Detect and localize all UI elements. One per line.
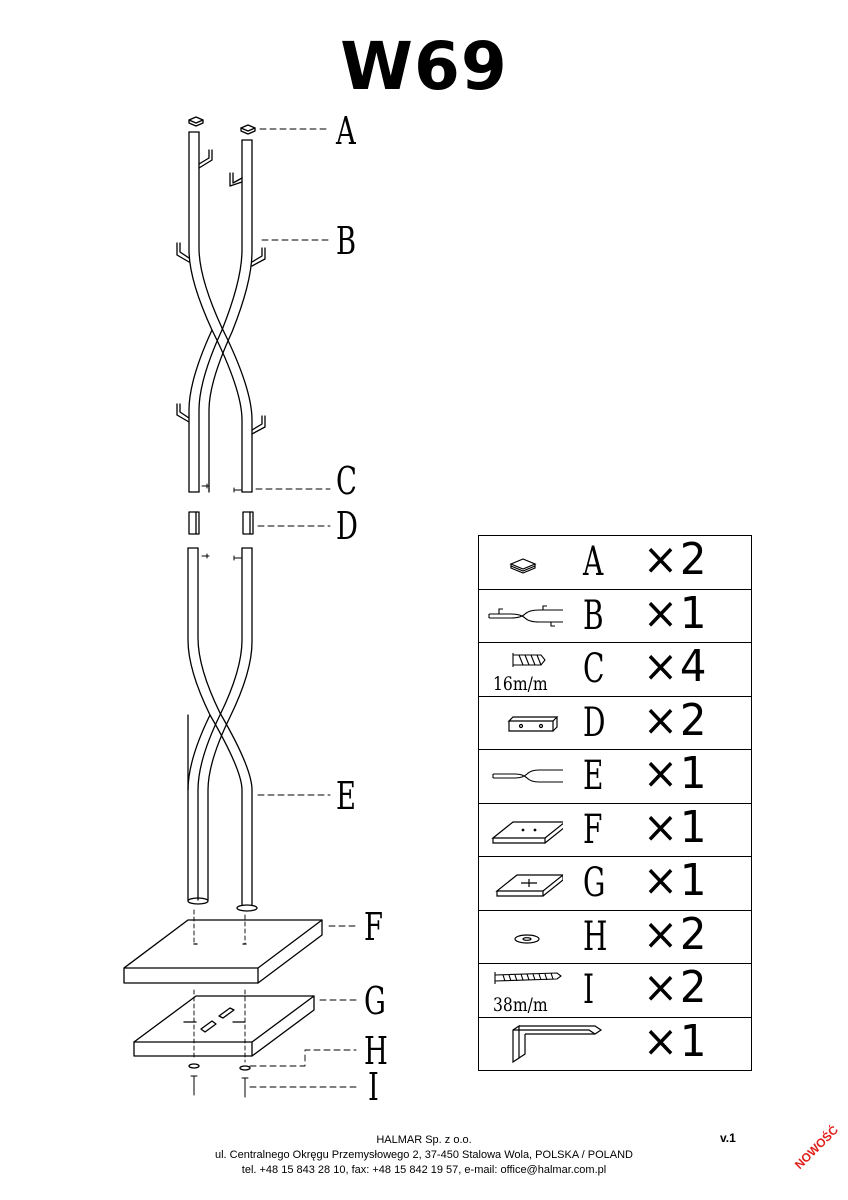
- parts-row: F ×1: [478, 801, 752, 857]
- upper-frame-b: [176, 131, 266, 493]
- base-plate-f: [123, 919, 323, 984]
- part-letter: D: [583, 699, 606, 746]
- base-plate-g: [133, 995, 315, 1057]
- parts-row: H ×2: [478, 908, 752, 964]
- callout-label: H: [364, 1029, 388, 1073]
- part-qty: ×2: [643, 694, 709, 746]
- long-screw-icon: [494, 972, 562, 985]
- callout-label: B: [336, 219, 357, 263]
- part-qty: ×2: [643, 908, 709, 960]
- part-letter: F: [583, 806, 603, 853]
- part-size: 16m/m: [493, 673, 548, 696]
- company-contact: tel. +48 15 843 28 10, fax: +48 15 842 1…: [241, 1164, 607, 1176]
- version-label: v.1: [720, 1131, 736, 1145]
- parts-row: A ×2: [478, 534, 752, 590]
- cap-icon: [509, 558, 537, 574]
- part-qty: ×1: [643, 748, 709, 800]
- company-name: HALMAR Sp. z o.o.: [376, 1134, 472, 1146]
- callout-label: C: [336, 459, 357, 503]
- part-letter: I: [583, 967, 595, 1014]
- part-qty: ×4: [643, 641, 709, 693]
- parts-row: ×1: [478, 1015, 752, 1071]
- parts-row: 16m/m C ×4: [478, 641, 752, 697]
- screw-icon: [512, 653, 546, 668]
- product-title: W69: [340, 28, 508, 105]
- screws-i: [190, 1075, 249, 1098]
- part-size: 38m/m: [493, 994, 548, 1017]
- cap-a-right: [240, 124, 256, 135]
- part-letter: A: [583, 539, 604, 586]
- base-top-plate-icon: [491, 821, 563, 844]
- allen-key-icon: [512, 1024, 603, 1063]
- base-bottom-plate-icon: [495, 874, 563, 897]
- part-qty: ×1: [643, 1015, 709, 1067]
- lower-frame-e: [187, 547, 258, 912]
- upper-frame-icon: [488, 605, 563, 627]
- cap-a-left: [188, 116, 204, 127]
- part-letter: E: [583, 753, 604, 800]
- parts-row: 38m/m I ×2: [478, 962, 752, 1018]
- screws-c: [201, 483, 242, 561]
- lower-frame-icon: [492, 769, 563, 783]
- part-qty: ×2: [643, 962, 709, 1014]
- part-qty: ×1: [643, 855, 709, 907]
- connector-icon: [507, 716, 559, 732]
- company-address: ul. Centralnego Okręgu Przemysłowego 2, …: [214, 1149, 633, 1161]
- part-letter: H: [583, 913, 608, 960]
- part-qty: ×1: [643, 587, 709, 639]
- company-footer: HALMAR Sp. z o.o. ul. Centralnego Okręgu…: [0, 1133, 848, 1178]
- part-qty: ×1: [643, 801, 709, 853]
- part-letter: C: [583, 646, 605, 693]
- callout-label: F: [364, 905, 383, 949]
- parts-row: G ×1: [478, 855, 752, 911]
- callout-label: E: [336, 774, 356, 818]
- parts-list-table: A ×2 B ×1 16m/m C ×4 D ×2 E ×1 F ×1: [478, 535, 752, 1071]
- part-letter: B: [583, 592, 604, 639]
- parts-row: D ×2: [478, 694, 752, 750]
- part-letter: G: [583, 860, 606, 907]
- parts-row: E ×1: [478, 748, 752, 804]
- callout-label: D: [336, 504, 358, 548]
- washer-icon: [514, 934, 540, 944]
- callout-label: G: [364, 979, 386, 1023]
- part-qty: ×2: [643, 534, 709, 586]
- connectors-d: [188, 511, 254, 535]
- parts-row: B ×1: [478, 587, 752, 643]
- washers-h: [188, 1063, 251, 1071]
- callout-label: A: [336, 109, 356, 153]
- callout-label: I: [368, 1065, 379, 1109]
